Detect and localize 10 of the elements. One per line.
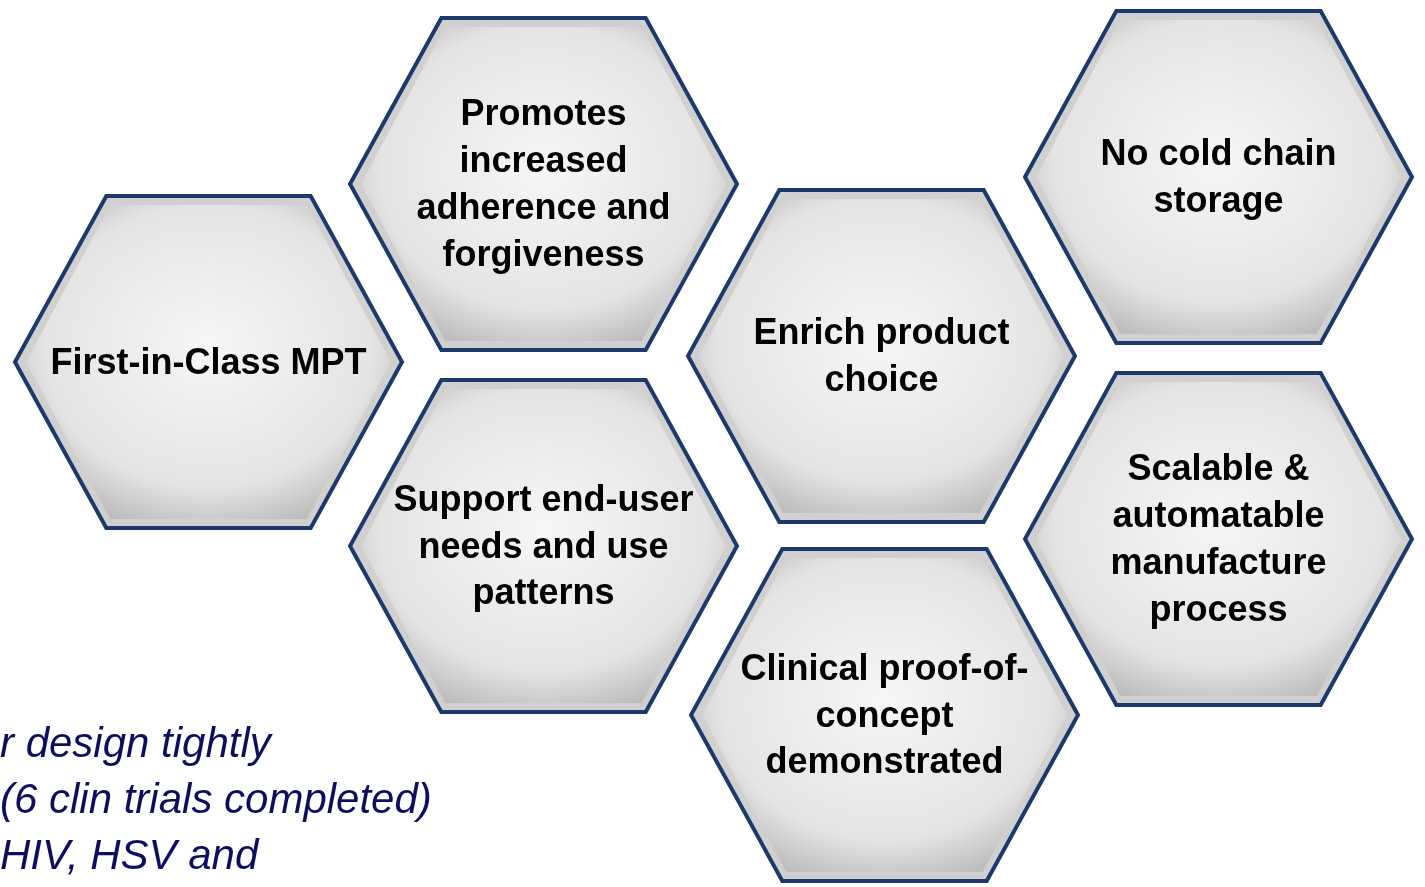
note-text: r design tightly — [0, 722, 271, 764]
hexagon-text: Enrich product choice — [752, 310, 1011, 401]
note-text: (6 clin trials completed) — [0, 778, 432, 820]
hexagon-text: Scalable & automatable manufacture process — [1109, 446, 1328, 631]
hexagon-text: First-in-Class MPT — [50, 339, 367, 384]
hexagon-text: Support end-user needs and use patterns — [392, 476, 695, 615]
hexagon-text: Clinical proof-of-concept demonstrated — [739, 645, 1030, 784]
note-text: HIV, HSV and — [0, 834, 259, 876]
hexagon-text: Promotes increased adherence and forgiveness — [415, 91, 672, 276]
hexagon-text: No cold chain storage — [1099, 131, 1338, 222]
